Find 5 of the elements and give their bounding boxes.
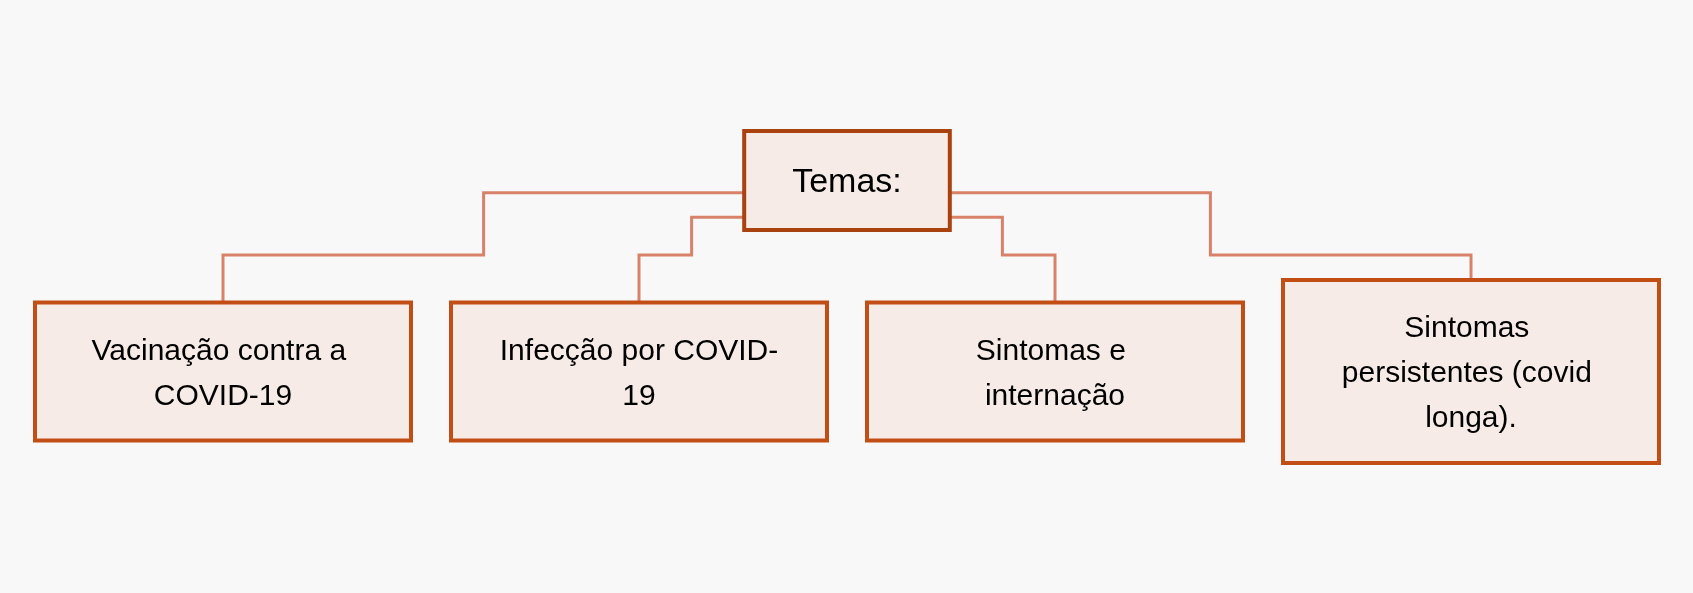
node-box: Sintomas persistentes (covid longa). xyxy=(1280,277,1661,465)
node-box: Vacinação contra a COVID-19 xyxy=(32,300,413,442)
node-box: Sintomas e internação xyxy=(864,300,1245,442)
node-box: Temas: xyxy=(741,128,952,232)
node-box: Infecção por COVID-19 xyxy=(448,300,829,442)
